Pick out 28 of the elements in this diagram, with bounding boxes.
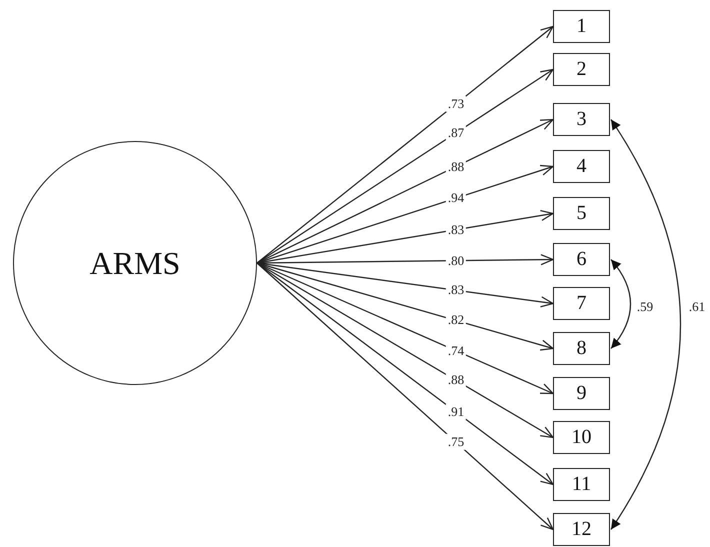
indicator-box: 5 (553, 197, 610, 230)
indicator-box: 7 (553, 287, 610, 320)
indicator-box: 6 (553, 243, 610, 276)
indicator-box: 11 (553, 468, 610, 501)
indicator-box: 12 (553, 513, 610, 546)
edge-label: .73 (446, 96, 466, 112)
edge-label: .88 (446, 158, 466, 175)
indicator-box: 9 (553, 377, 610, 410)
edge-label: .88 (446, 372, 466, 388)
edge-label: .59 (636, 298, 654, 316)
indicator-box: 8 (553, 332, 610, 365)
loading-arrow (256, 26, 554, 264)
indicator-box: 1 (553, 10, 610, 43)
indicator-box: 4 (553, 150, 610, 183)
edge-label: .87 (446, 124, 466, 142)
loading-arrow (256, 68, 554, 264)
indicator-box: 2 (553, 53, 610, 86)
edge-label: .91 (446, 404, 466, 420)
loading-arrow (256, 262, 554, 530)
loading-arrow (256, 262, 554, 486)
indicator-box: 3 (553, 103, 610, 136)
edge-label: .75 (446, 434, 466, 450)
indicator-box: 10 (553, 421, 610, 454)
edge-label: .74 (446, 342, 466, 359)
covariance-arrow (610, 259, 632, 349)
covariance-arrow (610, 119, 681, 530)
edge-label: .61 (688, 298, 706, 316)
latent-variable-circle: ARMS (13, 141, 257, 385)
